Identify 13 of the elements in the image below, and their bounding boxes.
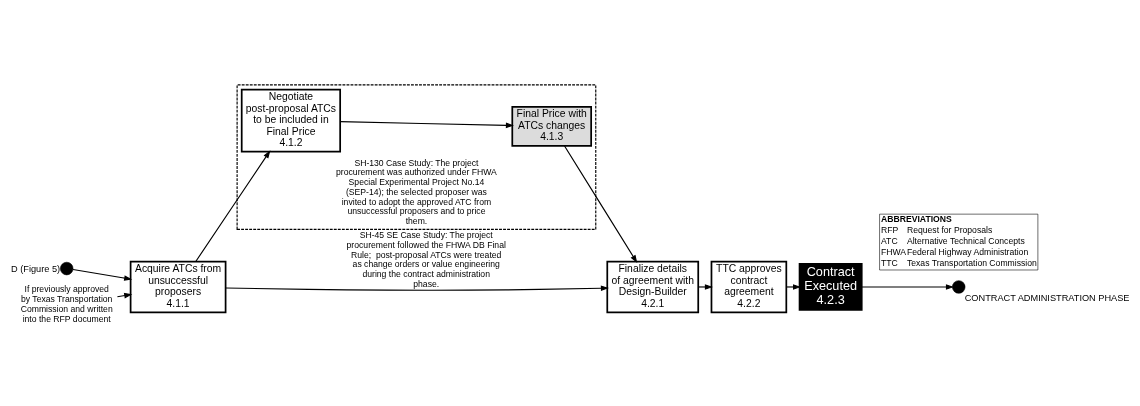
label: Alternative Technical Concepts [906, 235, 1025, 246]
node-label: CONTRACT ADMINISTRATION PHASE [964, 292, 1130, 303]
edge-label: SH-45 SE Case Study: The project procurement followed the FHWA DB Final Rule; post-proposal ATCs were treated as change orders or value engineering during the contract administration phase. [346, 229, 506, 289]
label: ATC [881, 235, 898, 246]
label: FHWA [881, 246, 907, 257]
node-text: If previously approved by Texas Transportation Commission and written into the RFP document [20, 283, 113, 324]
label: Federal Highway Administration [906, 246, 1029, 257]
label: ABBREVIATIONS [881, 213, 952, 224]
node-label: D (Figure 5) [11, 263, 61, 274]
label: RFP [881, 224, 899, 235]
label: TTC [881, 257, 898, 268]
label: Request for Proposals [906, 224, 993, 235]
label: Texas Transportation Commission [906, 257, 1037, 268]
